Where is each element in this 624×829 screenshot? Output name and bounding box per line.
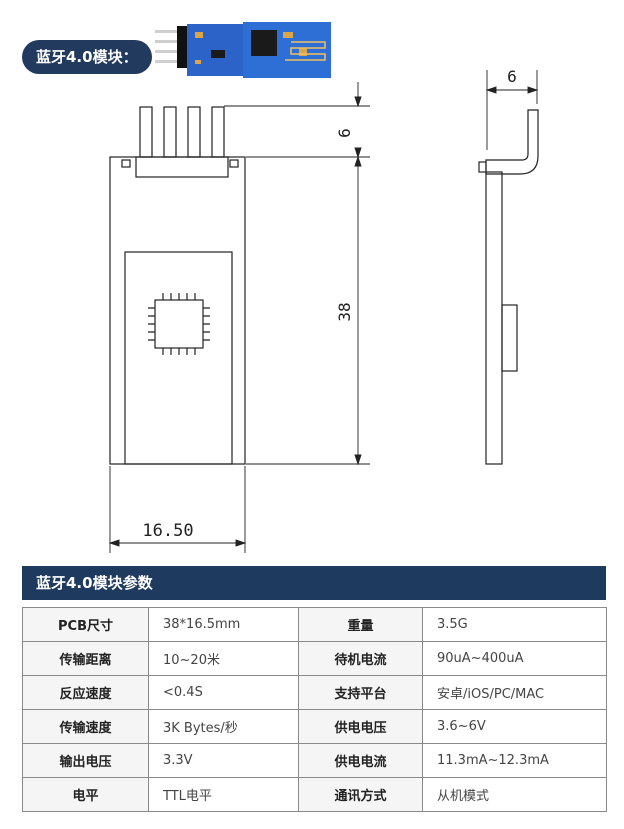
spec-label: 供电电流 [298, 743, 423, 778]
module-dimension-drawing: 6 38 16.50 6 [108, 67, 539, 553]
spec-value: 3.6~6V [422, 709, 607, 744]
spec-label: 电平 [22, 777, 149, 812]
params-section-title: 蓝牙4.0模块参数 [22, 566, 606, 600]
spec-label: 支持平台 [298, 675, 423, 710]
spec-label: 通讯方式 [298, 777, 423, 812]
spec-label: 输出电压 [22, 743, 149, 778]
dim-length: 38 [335, 302, 354, 321]
side-view-outline [478, 109, 539, 465]
header-pins [155, 26, 187, 68]
spec-value: 3K Bytes/秒 [148, 709, 299, 744]
spec-value: 安卓/iOS/PC/MAC [422, 675, 607, 710]
front-pins [135, 106, 229, 178]
chip-outline [148, 293, 210, 355]
spec-value: 11.3mA~12.3mA [422, 743, 607, 778]
dim-side-pin: 6 [507, 67, 517, 86]
spec-value: TTL电平 [148, 777, 299, 812]
spec-value: 38*16.5mm [148, 607, 299, 642]
dim-width: 16.50 [142, 521, 193, 541]
pcb-outline [109, 156, 246, 465]
dim-pin-height: 6 [335, 128, 354, 138]
spec-value: 10~20米 [148, 641, 299, 676]
spec-value: 从机模式 [422, 777, 607, 812]
spec-value: <0.4S [148, 675, 299, 710]
shield-outline [124, 251, 233, 465]
module-title-badge: 蓝牙4.0模块： [22, 40, 152, 74]
spec-label: 传输距离 [22, 641, 149, 676]
spec-label: 传输速度 [22, 709, 149, 744]
spec-value: 90uA~400uA [422, 641, 607, 676]
spec-value: 3.3V [148, 743, 299, 778]
spec-label: 供电电压 [298, 709, 423, 744]
spec-label: 反应速度 [22, 675, 149, 710]
bluetooth-module-photo [155, 22, 331, 78]
spec-label: PCB尺寸 [22, 607, 149, 642]
spec-value: 3.5G [422, 607, 607, 642]
spec-label: 待机电流 [298, 641, 423, 676]
spec-label: 重量 [298, 607, 423, 642]
